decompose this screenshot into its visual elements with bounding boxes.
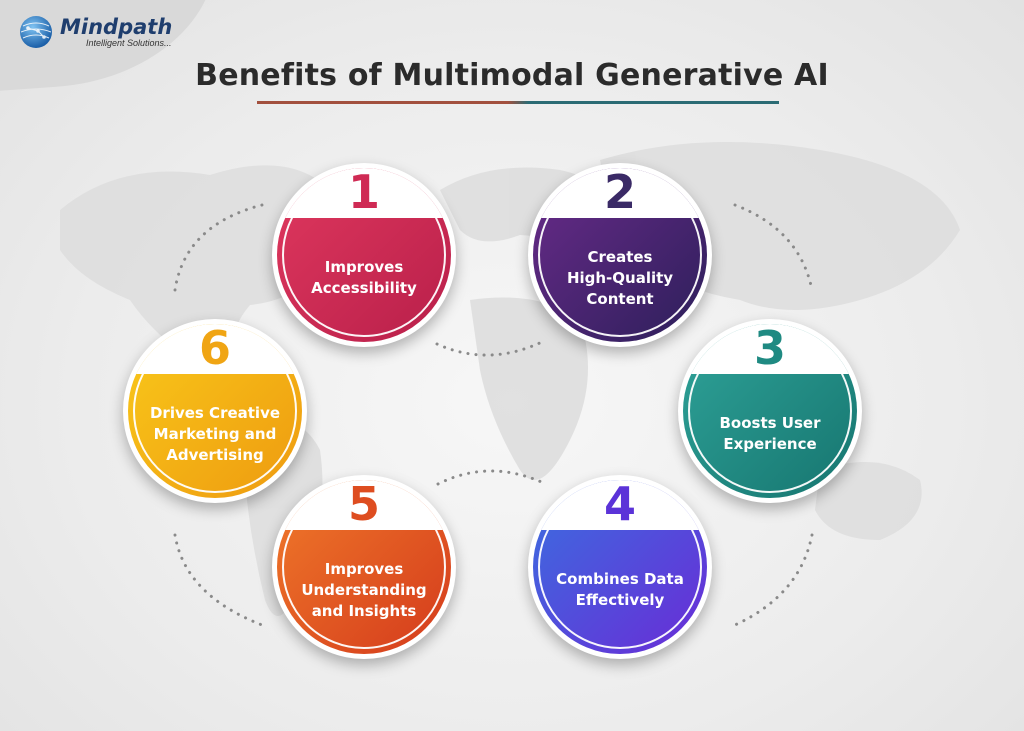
- benefit-number: 3: [753, 321, 786, 375]
- connector-3-4: [733, 533, 814, 627]
- logo-name: Mindpath: [60, 15, 173, 39]
- benefit-5-circle[interactable]: 5 Improves Understanding and Insights: [272, 475, 456, 659]
- benefit-number: 4: [603, 477, 636, 531]
- benefit-number: 6: [198, 321, 231, 375]
- connector-2-3: [733, 203, 814, 292]
- benefit-4-circle[interactable]: 4 Combines Data Effectively: [528, 475, 712, 659]
- benefit-6-circle[interactable]: 6 Drives Creative Marketing and Advertis…: [123, 319, 307, 503]
- benefit-number: 5: [347, 477, 380, 531]
- benefit-3-circle[interactable]: 3 Boosts User Experience: [678, 319, 862, 503]
- connector-1-2: [435, 338, 548, 357]
- benefit-label: Improves Accessibility: [311, 258, 417, 297]
- benefit-label: Combines Data Effectively: [556, 570, 684, 609]
- benefit-label: Improves Understanding and Insights: [301, 559, 427, 620]
- benefit-1-circle[interactable]: 1 Improves Accessibility: [272, 163, 456, 347]
- benefit-label: Creates High-Quality Content: [566, 247, 674, 308]
- benefit-label: Drives Creative Marketing and Advertisin…: [149, 403, 281, 464]
- connector-6-1: [173, 203, 264, 292]
- logo-tagline: Intelligent Solutions...: [86, 38, 172, 48]
- benefit-2-circle[interactable]: 2 Creates High-Quality Content: [528, 163, 712, 347]
- benefit-number: 2: [603, 165, 636, 219]
- connector-5-6: [173, 533, 264, 627]
- benefit-label: Boosts User Experience: [719, 414, 821, 453]
- title-underline: [257, 101, 779, 104]
- benefit-number: 1: [347, 165, 380, 219]
- globe-icon: [20, 16, 52, 48]
- page-title: Benefits of Multimodal Generative AI: [195, 58, 829, 93]
- company-logo[interactable]: Mindpath Intelligent Solutions...: [18, 14, 172, 50]
